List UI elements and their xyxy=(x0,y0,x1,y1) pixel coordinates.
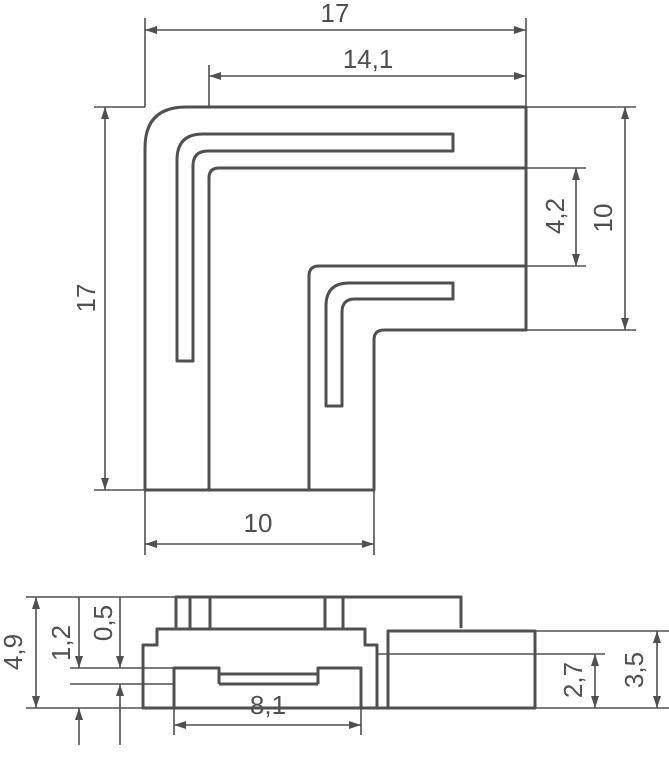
dim-overall-width-label: 17 xyxy=(321,0,350,28)
dim-inner-width-label: 14,1 xyxy=(343,44,394,74)
dim-right-height-inner-label: 2,7 xyxy=(558,662,588,698)
dim-overall-height-label: 17 xyxy=(71,284,101,313)
dim-contact-width-label: 8,1 xyxy=(250,690,286,720)
dim-slot-gap-label: 4,2 xyxy=(540,198,570,234)
top-clip xyxy=(174,595,463,628)
outer-contact-slot xyxy=(175,132,455,363)
dim-total-height-label: 4,9 xyxy=(0,634,28,670)
dim-step-height-label: 1,2 xyxy=(46,625,76,661)
inner-contact-slot xyxy=(324,281,455,408)
side-right-block xyxy=(386,629,537,710)
inner-notch-line xyxy=(307,264,526,490)
dim-base-offset-label: 0,5 xyxy=(88,605,118,641)
dim-right-height-outer-label: 3,5 xyxy=(619,652,649,688)
side-view: 4,9 1,2 0,5 8,1 2,7 3,5 xyxy=(0,595,669,745)
inner-step-line xyxy=(207,166,526,490)
dim-right-arm-height-label: 10 xyxy=(588,204,618,233)
side-body xyxy=(141,627,379,710)
dim-arm-width-label: 10 xyxy=(244,508,273,538)
top-view: 17 14,1 17 10 10 4,2 xyxy=(71,0,636,555)
connector-outline xyxy=(143,105,528,492)
contact-strip xyxy=(172,666,363,708)
